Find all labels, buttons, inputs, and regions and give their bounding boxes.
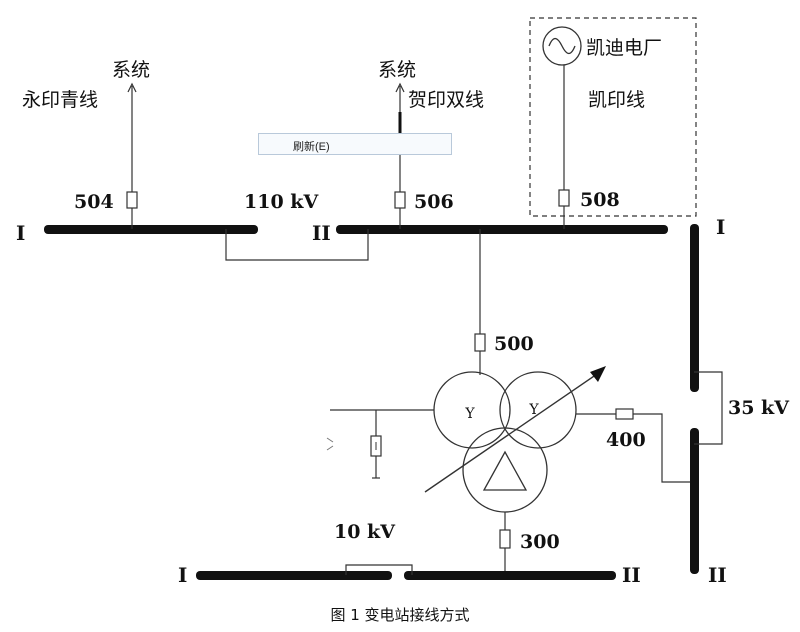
- transformer-winding-mv: [499, 371, 577, 449]
- breaker-300: [499, 529, 511, 549]
- bus-10kv-section-2-label: II: [622, 563, 641, 587]
- line-name-yongyin: 永印青线: [22, 89, 98, 111]
- bus-10kv-section-1: [196, 571, 392, 580]
- bus-35kv-section-2: [690, 428, 699, 574]
- breaker-400: [615, 408, 634, 420]
- bus-110kv-section-2-label: II: [312, 221, 331, 245]
- breaker-504-label: 504: [74, 191, 114, 213]
- breaker-508-label: 508: [580, 189, 620, 211]
- line-name-kaiyin: 凯印线: [588, 89, 645, 111]
- bus-35kv-section-1: [690, 224, 699, 392]
- tap-changer-arrow: [424, 371, 601, 493]
- breaker-500: [474, 333, 486, 352]
- breaker-504: [126, 191, 138, 209]
- sine-wave-icon: [548, 37, 576, 55]
- bus-tie-35kv: [694, 371, 723, 445]
- breaker-300-label: 300: [520, 531, 560, 553]
- bus-tie-10kv: [345, 564, 413, 575]
- bus-110kv-label: 110 kV: [244, 191, 319, 213]
- breaker-508: [558, 189, 570, 207]
- system-label-middle: 系统: [378, 59, 416, 81]
- winding-symbol-mv: Y: [528, 402, 539, 418]
- breaker-506-label: 506: [414, 191, 454, 213]
- bus-35kv-section-1-label: I: [716, 215, 725, 239]
- line-name-heyin: 贺印双线: [408, 89, 484, 111]
- feeder-506-arrow: [395, 82, 405, 93]
- mv-lead-to-bus: [633, 413, 696, 483]
- bus-110kv-section-1-label: I: [16, 221, 25, 245]
- bus-35kv-section-2-label: II: [708, 563, 727, 587]
- bus-10kv-section-2: [404, 571, 616, 580]
- bus-tie-110kv: [225, 229, 369, 261]
- power-plant-boundary: [529, 17, 697, 217]
- bus-110kv-section-2: [336, 225, 668, 234]
- transformer-winding-lv: [462, 427, 548, 513]
- faint-mark-icon: [326, 437, 334, 451]
- tap-changer-arrowhead: [590, 366, 606, 382]
- refresh-context-menu-item[interactable]: 刷新(E): [258, 133, 452, 155]
- feeder-504-arrow: [127, 82, 137, 93]
- bus-10kv-label: 10 kV: [334, 521, 396, 543]
- system-label-left: 系统: [112, 59, 150, 81]
- plant-name: 凯迪电厂: [586, 37, 662, 59]
- bus-35kv-label: 35 kV: [728, 397, 790, 419]
- breaker-506: [394, 191, 406, 209]
- breaker-500-label: 500: [494, 333, 534, 355]
- bus-110kv-section-1: [44, 225, 258, 234]
- refresh-menu-label: 刷新(E): [293, 141, 330, 153]
- delta-symbol: [482, 450, 528, 491]
- breaker-400-label: 400: [606, 429, 646, 451]
- winding-symbol-hv: Y: [464, 406, 475, 422]
- bus-10kv-section-1-label: I: [178, 563, 187, 587]
- figure-caption: 图 1 变电站接线方式: [330, 606, 470, 624]
